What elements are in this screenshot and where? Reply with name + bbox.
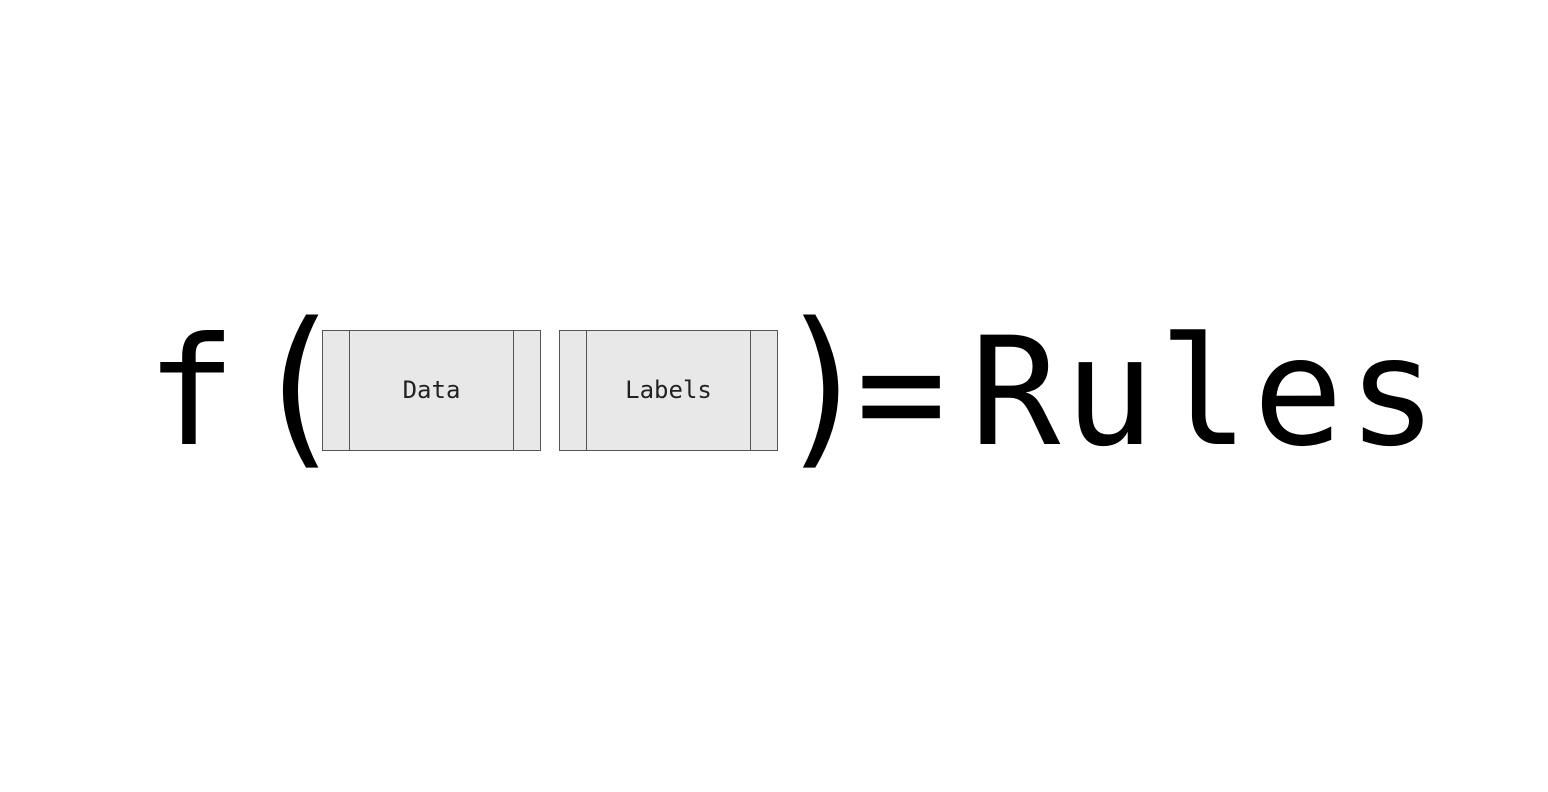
data-box-left-divider [349, 331, 350, 450]
data-argument-box: Data [322, 330, 541, 451]
labels-argument-label: Labels [625, 376, 712, 404]
labels-box-left-divider [586, 331, 587, 450]
function-name: f [146, 306, 237, 480]
result-text: Rules [970, 306, 1442, 480]
labels-argument-box: Labels [559, 330, 778, 451]
equals-sign: = [856, 306, 947, 480]
data-box-right-divider [513, 331, 514, 450]
labels-box-right-divider [750, 331, 751, 450]
close-parenthesis: ) [776, 285, 872, 486]
data-argument-label: Data [402, 376, 461, 404]
